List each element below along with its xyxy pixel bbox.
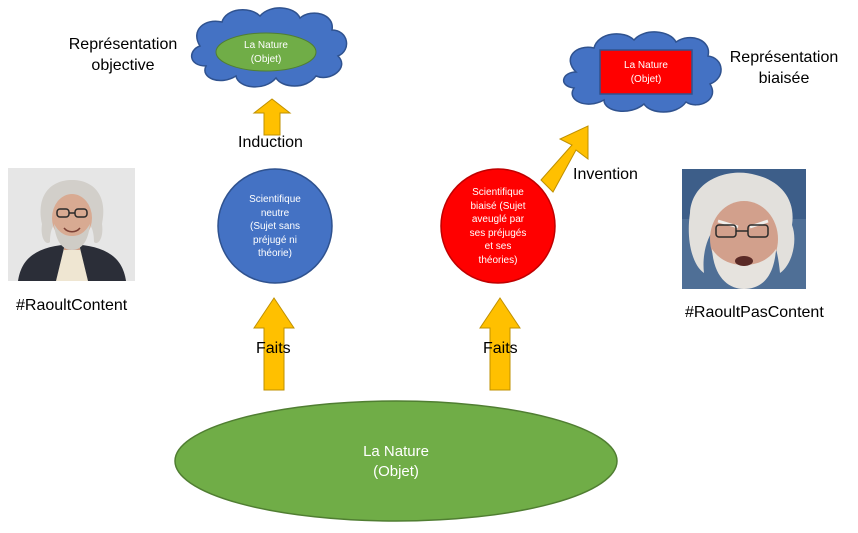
- nature-bottom-line1: La Nature: [363, 443, 429, 460]
- scientist-neutral-line: Scientifique: [249, 194, 301, 205]
- rep-objective-line2: objective: [91, 57, 155, 74]
- scientist-neutral-line: neutre: [260, 207, 290, 219]
- cloud-left: [191, 7, 348, 88]
- label-representation-biased: Représentation biaisée: [717, 47, 851, 89]
- scientist-biased-line: et ses: [484, 241, 512, 252]
- nature-bottom-text: La Nature (Objet): [336, 442, 456, 482]
- label-faits-left: Faits: [256, 340, 291, 357]
- portrait-angry: [682, 169, 806, 289]
- arrow-faits-left: [253, 297, 295, 391]
- rep-biased-line1: Représentation: [729, 49, 839, 66]
- nature-top-right-line1: La Nature: [624, 60, 668, 71]
- nature-rect-top-right: [599, 49, 693, 95]
- photo-raoult-content: [8, 168, 135, 281]
- arrow-induction: [252, 98, 292, 136]
- nature-ellipse-bottom: [174, 400, 618, 522]
- label-faits-right: Faits: [483, 340, 518, 357]
- label-representation-objective: Représentation objective: [56, 34, 190, 76]
- scientist-biased-line: Scientifique: [472, 187, 524, 198]
- scientist-biased-text: Scientifique biaisé (Sujet aveuglé par s…: [453, 186, 543, 267]
- label-induction: Induction: [238, 134, 303, 151]
- nature-ellipse-top-left: [215, 32, 317, 72]
- cloud-right: [563, 31, 722, 113]
- scientist-biased-line: théories): [478, 254, 518, 266]
- scientist-biased-line: aveuglé par: [471, 214, 525, 225]
- label-raoult-content: #RaoultContent: [16, 297, 128, 314]
- scientist-biased-line: ses préjugés: [469, 227, 527, 239]
- nature-top-left-text: La Nature (Objet): [226, 39, 306, 66]
- label-raoult-pas-content: #RaoultPasContent: [685, 304, 824, 321]
- circle-scientist-biased: [440, 168, 556, 284]
- scientist-neutral-line: (Sujet sans: [249, 221, 301, 232]
- rep-objective-line1: Représentation: [68, 36, 178, 53]
- rep-biased-line2: biaisée: [758, 70, 810, 87]
- photo-raoult-pas-content: [682, 169, 806, 289]
- arrow-invention: [540, 125, 589, 193]
- nature-top-right-line2: (Objet): [630, 73, 662, 85]
- scientist-biased-line: biaisé (Sujet: [470, 200, 526, 212]
- arrow-faits-right: [479, 297, 521, 391]
- scientist-neutral-line: préjugé ni: [253, 234, 297, 246]
- nature-bottom-line2: (Objet): [373, 463, 419, 480]
- nature-top-left-line1: La Nature: [244, 40, 288, 51]
- scientist-neutral-line: théorie): [258, 248, 292, 259]
- scientist-neutral-text: Scientifique neutre (Sujet sans préjugé …: [230, 193, 320, 261]
- circle-scientist-neutral: [217, 168, 333, 284]
- nature-top-left-line2: (Objet): [250, 53, 282, 65]
- nature-top-right-text: La Nature (Objet): [606, 59, 686, 86]
- portrait-smiling: [8, 168, 135, 281]
- label-invention: Invention: [573, 166, 638, 183]
